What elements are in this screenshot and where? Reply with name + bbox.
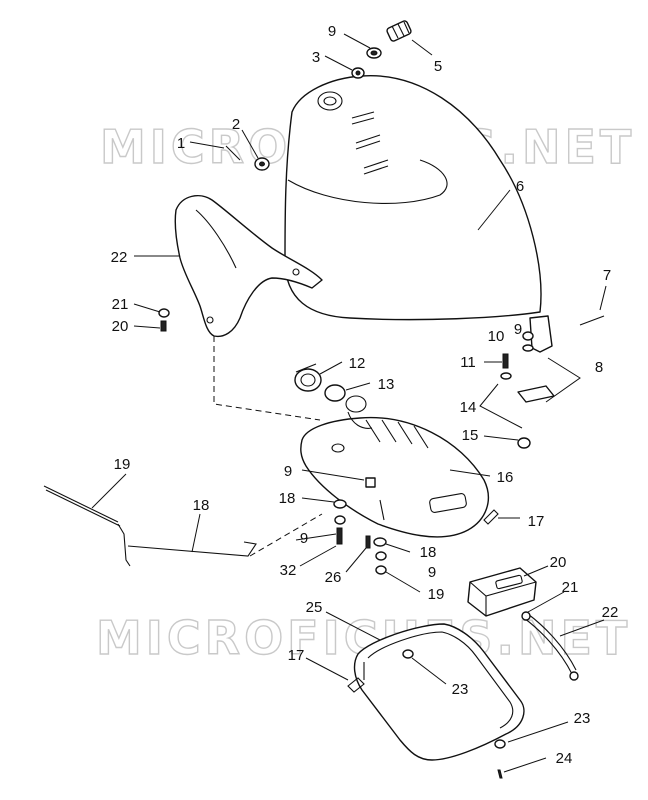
callout-3: 3 xyxy=(312,49,320,66)
callout-12: 12 xyxy=(349,355,366,372)
callout-11: 11 xyxy=(460,354,476,371)
pin-24-lower-part xyxy=(497,769,503,779)
rod-to-tank-dashed xyxy=(249,513,323,557)
callout-2: 2 xyxy=(232,116,240,133)
bolt-26-part xyxy=(336,527,343,545)
nut-15-part xyxy=(517,437,531,449)
callout-4: 9 xyxy=(328,23,336,40)
callout-24-lower: 24 xyxy=(556,750,573,767)
callout-22: 22 xyxy=(602,604,619,621)
screw-30-part xyxy=(160,320,167,332)
washer-18-right-part xyxy=(373,537,387,547)
callout-27: 9 xyxy=(284,463,292,480)
callout-18-right: 18 xyxy=(420,544,437,561)
bracket-8-part xyxy=(517,315,555,403)
callout-28: 18 xyxy=(193,497,210,514)
callout-5: 5 xyxy=(434,58,442,75)
washer-31-part xyxy=(158,308,170,318)
callout-20: 20 xyxy=(550,554,567,571)
cap-retainer-part xyxy=(366,47,382,59)
callout-8: 8 xyxy=(595,359,603,376)
callout-18-left: 18 xyxy=(279,490,296,507)
bracket-14-bracket-line xyxy=(479,383,523,429)
callout-21: 21 xyxy=(562,579,579,596)
callout-17-upper: 17 xyxy=(528,513,545,530)
fuel-cap-part xyxy=(386,20,412,42)
callout-6: 6 xyxy=(516,178,524,195)
callout-14: 14 xyxy=(460,399,477,416)
fuel-tank-part xyxy=(300,395,489,538)
nut-9-left-part xyxy=(334,515,346,525)
bolt-7-part xyxy=(579,315,605,326)
cable-22-part xyxy=(521,611,579,681)
callout-1: 1 xyxy=(177,135,185,152)
washer-part xyxy=(351,67,365,79)
callout-15: 15 xyxy=(462,427,479,444)
bracket-8-bracket-line xyxy=(545,357,581,403)
storage-tray-25-part xyxy=(353,623,525,761)
callout-29: 19 xyxy=(114,456,131,473)
callout-labels: 9 3 5 1 2 6 22 7 21 20 9 10 11 8 12 13 1… xyxy=(111,23,619,767)
callout-19: 19 xyxy=(428,586,445,603)
callout-9-upper: 9 xyxy=(514,321,522,338)
callout-32: 22 xyxy=(111,249,128,266)
tank-mount-stud xyxy=(379,499,385,521)
rod-28-part xyxy=(127,541,257,557)
washer-18-left-part xyxy=(333,499,347,509)
callout-30: 20 xyxy=(112,318,129,335)
callout-7: 7 xyxy=(603,267,611,284)
clip-17-upper-part xyxy=(483,509,499,525)
rear-fender-part xyxy=(174,194,323,338)
fuel-neck-part xyxy=(294,363,322,392)
bolt-11-part xyxy=(502,353,509,369)
fender-to-tank-dashed xyxy=(213,336,321,421)
callout-9-right: 9 xyxy=(428,564,436,581)
callout-9-left: 9 xyxy=(300,530,308,547)
grommet-13-part xyxy=(324,384,346,402)
callout-17-lower: 17 xyxy=(288,647,305,664)
washer-19-part xyxy=(375,565,387,575)
callout-25: 25 xyxy=(306,599,323,616)
washer-14-part xyxy=(500,372,512,380)
callout-10: 10 xyxy=(488,328,505,345)
pin-part xyxy=(225,145,241,161)
callout-24-upper: 26 xyxy=(325,569,342,586)
callout-16: 16 xyxy=(497,469,514,486)
pin-24-upper-part xyxy=(365,535,371,549)
clip-17-lower-part xyxy=(347,677,365,693)
seat-part xyxy=(284,75,542,321)
callout-23-lower: 23 xyxy=(574,710,591,727)
grommet-part xyxy=(254,157,270,171)
callout-13: 13 xyxy=(378,376,395,393)
washer-10-part xyxy=(522,344,534,352)
nut-9-right-part xyxy=(375,551,387,561)
leader-lines xyxy=(91,33,607,773)
callout-23-upper: 23 xyxy=(452,681,469,698)
callout-26: 32 xyxy=(280,562,297,579)
nut-9-upper-part xyxy=(522,331,534,341)
callout-31: 21 xyxy=(112,296,129,313)
battery-20-part xyxy=(467,567,537,617)
cable-29-part xyxy=(43,485,131,567)
hardware-27-part xyxy=(365,477,376,488)
